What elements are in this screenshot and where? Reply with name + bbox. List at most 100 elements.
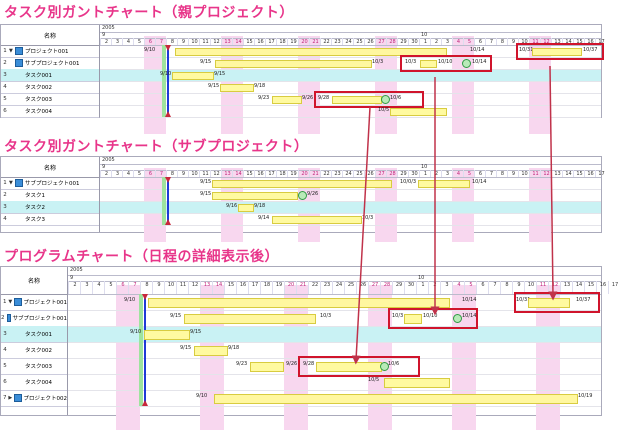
task-bar[interactable] [384, 378, 450, 388]
milestone-icon[interactable] [462, 59, 471, 68]
header-day: 14 [212, 281, 225, 294]
project-icon [13, 298, 22, 306]
header-day: 18 [276, 38, 288, 45]
project-bar[interactable] [148, 298, 450, 308]
subproject-bar[interactable] [212, 180, 392, 188]
grid-row [100, 93, 601, 106]
expand-toggle-icon[interactable]: ▼ [9, 48, 13, 54]
row-label: タスク003 [25, 364, 52, 370]
header-day: 17 [608, 281, 621, 294]
header-day: 30 [404, 281, 417, 294]
header-day: 28 [386, 170, 398, 177]
today-line [167, 45, 169, 117]
header-day: 14 [232, 170, 244, 177]
header-day: 10 [518, 38, 530, 45]
project-icon [15, 47, 23, 55]
milestone-icon[interactable] [453, 314, 462, 323]
milestone-icon[interactable] [298, 191, 307, 200]
header-day: 22 [320, 170, 332, 177]
header-day: 3 [111, 38, 123, 45]
header-day: 10 [188, 38, 200, 45]
header-day: 5 [133, 170, 145, 177]
row-label: タスク001 [25, 332, 52, 338]
row-number: 5 [3, 363, 7, 369]
row-name-1[interactable]: 1▼サブプロジェクト001 [1, 177, 99, 190]
expand-toggle-icon[interactable]: ▼ [8, 299, 13, 305]
grid-row [100, 189, 601, 202]
task-bar[interactable] [144, 330, 190, 340]
subproject-bar[interactable] [215, 60, 372, 68]
task-bar[interactable] [250, 362, 284, 372]
subproject-detail-bar[interactable] [404, 314, 422, 324]
bar-label-end: 9/18 [254, 83, 266, 89]
row-label: タスク004 [25, 380, 52, 386]
header-month-sep: 9 [102, 164, 106, 170]
task-bar[interactable] [272, 216, 362, 224]
bar-label-end: 10/6 [390, 95, 402, 101]
subproject-detail-bar[interactable] [420, 60, 437, 68]
task-bar[interactable] [390, 108, 447, 116]
row-number: 4 [3, 216, 7, 222]
today-marker-bottom-icon [165, 111, 171, 117]
grid-row [68, 390, 601, 407]
row-number: 4 [3, 84, 7, 90]
project-icon [6, 314, 11, 322]
section-title-sub: タスク別ガントチャート（サブプロジェクト） [4, 139, 309, 155]
task-bar[interactable] [220, 84, 254, 92]
header-day: 7 [485, 170, 497, 177]
row-name-1[interactable]: 1▼プロジェクト001 [1, 45, 99, 58]
project-bar[interactable] [175, 48, 447, 56]
bar-label-start: 9/15 [200, 59, 212, 65]
project-detail-bar[interactable] [532, 48, 582, 56]
header-month-sep: 9 [102, 32, 106, 38]
project-bar[interactable] [214, 394, 578, 404]
weekend-column [548, 285, 560, 430]
row-name-5[interactable]: 5 タスク003 [1, 358, 67, 375]
header-day: 16 [254, 38, 266, 45]
row-number: 5 [3, 96, 7, 102]
milestone-icon[interactable] [380, 362, 389, 371]
task-bar[interactable] [272, 96, 302, 104]
row-name-1[interactable]: 1▼プロジェクト001 [1, 294, 67, 311]
milestone-icon[interactable] [381, 95, 390, 104]
grid-row [100, 69, 601, 82]
weekend-column [464, 285, 476, 430]
expand-toggle-icon[interactable]: ▼ [9, 180, 13, 186]
task-bar[interactable] [194, 346, 228, 356]
expand-toggle-icon[interactable]: ▶ [8, 395, 13, 401]
row-name-7[interactable]: 7▶プロジェクト002 [1, 390, 67, 407]
subproject-bar[interactable] [184, 314, 316, 324]
bar-label-start: 9/15 [200, 179, 212, 185]
task-bar[interactable] [238, 204, 254, 212]
header-day: 21 [309, 38, 321, 45]
header-day: 6 [116, 281, 129, 294]
task-bar[interactable] [212, 192, 298, 200]
task-bar[interactable] [172, 72, 214, 80]
row-number: 1 [3, 180, 7, 186]
bar-label-start: 9/10 [124, 297, 136, 303]
header-day: 9 [177, 38, 189, 45]
today-marker-top-icon [165, 177, 171, 183]
subproject-detail-bar[interactable] [418, 180, 470, 188]
bar-label-end: 9/18 [254, 203, 266, 209]
bar-label-start: 9/28 [318, 95, 330, 101]
header-day: 16 [596, 281, 609, 294]
weekend-column [144, 36, 155, 134]
